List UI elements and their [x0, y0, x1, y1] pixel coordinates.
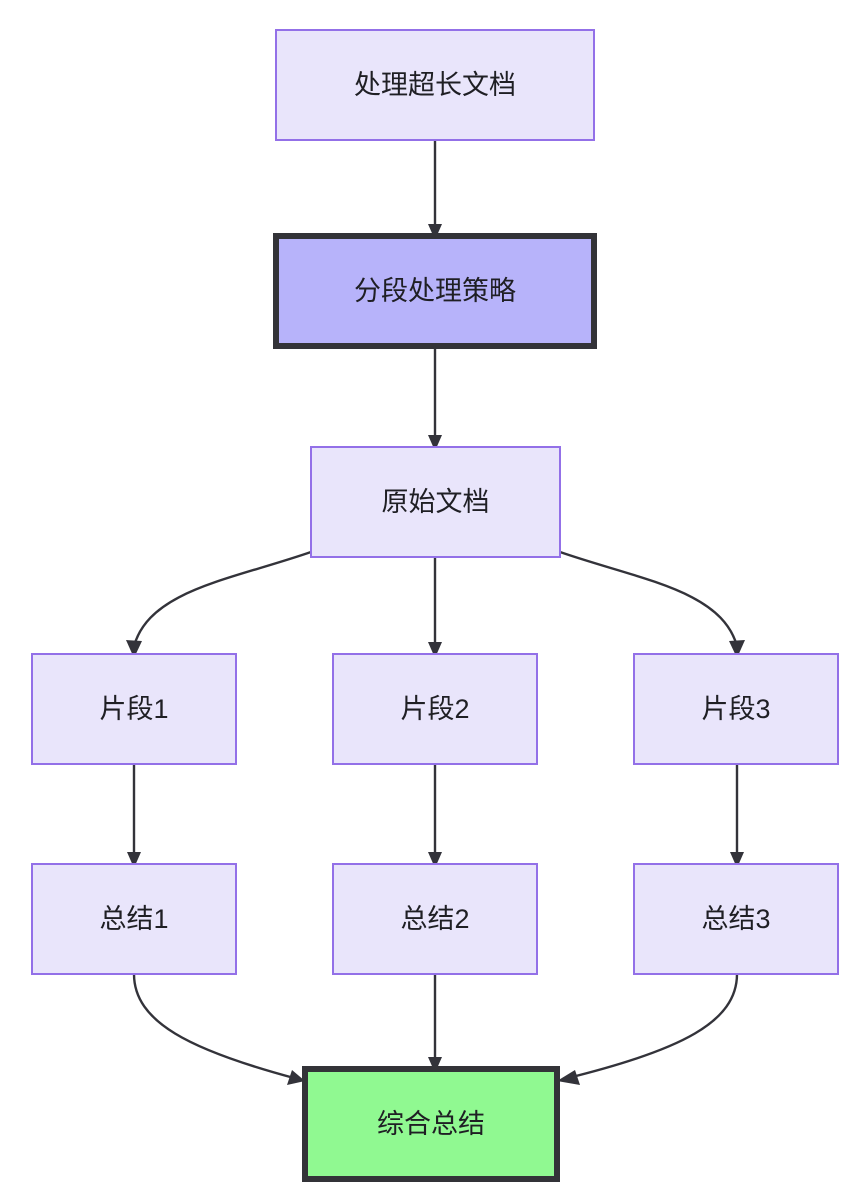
- edge-n8-n10: [428, 974, 442, 1073]
- node-summary-3[interactable]: 总结3: [633, 863, 839, 975]
- edge-n2-n3: [428, 346, 442, 451]
- edge-n7-n10: [132, 973, 305, 1085]
- arrowhead-icon: [428, 435, 442, 451]
- arrowhead-icon: [428, 852, 442, 868]
- edge-n1-n2: [428, 140, 442, 240]
- node-label: 片段3: [701, 694, 770, 724]
- edge-n3-n6: [559, 550, 745, 658]
- edge-line: [567, 973, 739, 1080]
- node-process-long-document[interactable]: 处理超长文档: [275, 29, 595, 141]
- node-box[interactable]: [332, 863, 538, 975]
- node-box[interactable]: [275, 29, 595, 141]
- edge-line: [132, 550, 312, 647]
- node-box[interactable]: [302, 1066, 560, 1182]
- node-label: 综合总结: [377, 1109, 485, 1139]
- edge-n6-n9: [730, 764, 744, 868]
- node-box[interactable]: [633, 863, 839, 975]
- arrowhead-icon: [729, 640, 745, 658]
- arrowhead-icon: [730, 852, 744, 868]
- edge-layer: [126, 140, 745, 1085]
- node-fragment-1[interactable]: 片段1: [31, 653, 237, 765]
- edge-line: [559, 550, 739, 647]
- node-box[interactable]: [273, 233, 597, 349]
- edge-n3-n5: [428, 557, 442, 658]
- node-chunking-strategy[interactable]: 分段处理策略: [273, 233, 597, 349]
- edge-line: [132, 973, 295, 1080]
- arrowhead-icon: [428, 1057, 442, 1073]
- node-box[interactable]: [31, 863, 237, 975]
- arrowhead-icon: [126, 640, 142, 658]
- node-label: 原始文档: [382, 487, 490, 517]
- node-label: 总结3: [701, 904, 770, 934]
- edge-n9-n10: [557, 973, 739, 1085]
- node-fragment-2[interactable]: 片段2: [332, 653, 538, 765]
- edge-n3-n4: [126, 550, 312, 658]
- node-summary-2[interactable]: 总结2: [332, 863, 538, 975]
- node-layer: 处理超长文档 分段处理策略 原始文档 片段1 片段2 片段3: [31, 29, 839, 1182]
- node-label: 片段2: [400, 694, 469, 724]
- node-summary-1[interactable]: 总结1: [31, 863, 237, 975]
- node-label: 片段1: [99, 694, 168, 724]
- edge-n4-n7: [127, 764, 141, 868]
- arrowhead-icon: [287, 1070, 305, 1085]
- node-box[interactable]: [332, 653, 538, 765]
- arrowhead-icon: [127, 852, 141, 868]
- arrowhead-icon: [428, 642, 442, 658]
- node-label: 处理超长文档: [354, 70, 516, 100]
- node-label: 总结1: [99, 904, 168, 934]
- arrowhead-icon: [428, 224, 442, 240]
- node-box[interactable]: [31, 653, 237, 765]
- arrowhead-icon: [557, 1070, 580, 1085]
- node-label: 总结2: [400, 904, 469, 934]
- node-box[interactable]: [310, 446, 561, 558]
- node-fragment-3[interactable]: 片段3: [633, 653, 839, 765]
- node-comprehensive-summary[interactable]: 综合总结: [302, 1066, 560, 1182]
- node-label: 分段处理策略: [354, 276, 516, 306]
- node-box[interactable]: [633, 653, 839, 765]
- edge-n5-n8: [428, 764, 442, 868]
- node-original-document[interactable]: 原始文档: [310, 446, 561, 558]
